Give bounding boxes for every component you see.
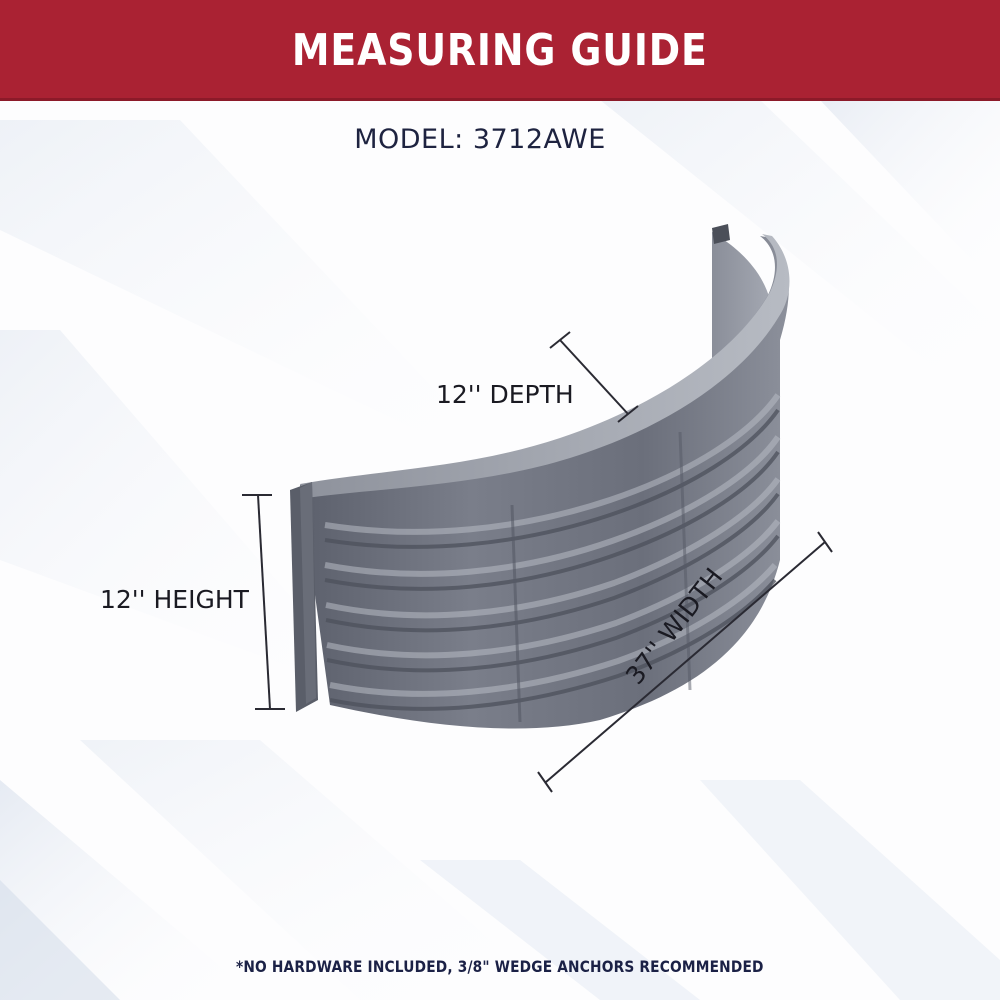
height-label: 12'' HEIGHT bbox=[100, 585, 249, 614]
well-body bbox=[300, 236, 789, 729]
width-dimension-line bbox=[537, 531, 833, 793]
corrugation-ridges bbox=[324, 408, 780, 711]
depth-label: 12'' DEPTH bbox=[436, 380, 574, 409]
hardware-footnote: *NO HARDWARE INCLUDED, 3/8" WEDGE ANCHOR… bbox=[0, 957, 1000, 976]
header-banner: MEASURING GUIDE bbox=[0, 0, 1000, 101]
depth-dimension-line bbox=[549, 331, 639, 423]
footnote-text: *NO HARDWARE INCLUDED, 3/8" WEDGE ANCHOR… bbox=[236, 957, 764, 976]
model-number: MODEL: 3712AWE bbox=[354, 124, 606, 155]
well-top-rim bbox=[300, 234, 790, 498]
height-dimension-line bbox=[242, 494, 285, 710]
page-title: MEASURING GUIDE bbox=[292, 24, 708, 76]
